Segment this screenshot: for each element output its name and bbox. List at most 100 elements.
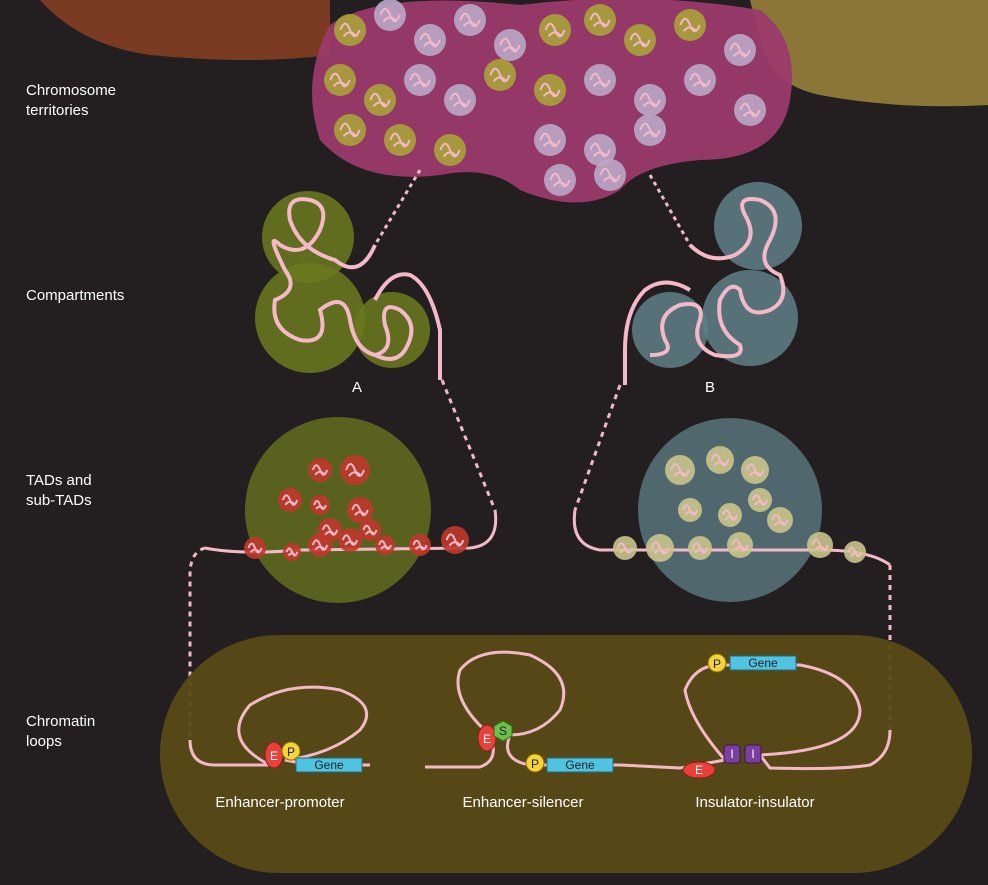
connector-tad-loops-left — [188, 546, 206, 740]
territory-domain-20-fiber — [339, 122, 361, 138]
compartment-a-label: A — [351, 379, 362, 396]
tad-b-panel — [572, 418, 891, 602]
territory-domain-5-fiber — [544, 22, 566, 38]
territory-domain-18-fiber — [689, 72, 711, 88]
tad-a-subdomain-5-fiber — [412, 539, 428, 551]
svg-text:Gene: Gene — [314, 758, 344, 772]
territory-domain-19-fiber — [739, 102, 761, 118]
insulator-element-1: I — [723, 744, 741, 764]
compartment-a — [255, 191, 442, 380]
territory-domain-21-fiber — [389, 132, 411, 148]
loop-strand-3 — [679, 663, 892, 771]
territory-domain-23-fiber — [539, 132, 561, 148]
tad-a-subdomain-10-fiber — [345, 463, 365, 477]
brown-territory — [40, 0, 330, 60]
territory-domain-3-fiber — [459, 12, 481, 28]
tad-b-subdomain-12-fiber — [721, 509, 739, 521]
tad-b-subdomain-1-fiber — [650, 541, 670, 555]
olive-territory — [750, 0, 988, 107]
connector-a-tad — [440, 379, 497, 511]
territory-domain-17-fiber — [639, 92, 661, 108]
territory-domain-16-fiber — [589, 72, 611, 88]
connector-territory-a — [373, 169, 422, 246]
territory-domain-2-fiber — [419, 32, 441, 48]
tad-a-subdomain-11-fiber — [311, 464, 329, 476]
tad-b-subdomain-5-fiber — [811, 538, 829, 552]
svg-text:P: P — [713, 657, 721, 671]
compartment-b-label: B — [704, 379, 715, 396]
tad-a-subdomain-3-fiber — [341, 534, 359, 546]
territory-clusters — [324, 0, 766, 196]
territory-domain-11-fiber — [369, 92, 391, 108]
tad-b-subdomain-2-fiber — [691, 542, 709, 554]
territory-domain-12-fiber — [409, 72, 431, 88]
tad-a-subdomain-9-fiber — [351, 503, 369, 517]
tad-a-subdomain-2-fiber — [311, 539, 329, 551]
territory-domain-15-fiber — [539, 82, 561, 98]
territory-domain-1-fiber — [379, 7, 401, 23]
territory-domain-9-fiber — [729, 42, 751, 58]
gene-element-2: Gene — [546, 757, 614, 773]
label-chromatin-loops: Chromatin loops — [26, 713, 96, 750]
label-chromosome-territories: Chromosome territories — [26, 82, 117, 119]
svg-text:S: S — [499, 724, 507, 738]
svg-text:E: E — [695, 763, 703, 777]
tad-a-domains — [244, 455, 469, 561]
tad-b-subdomain-7-fiber — [670, 463, 690, 477]
label-compartments: Compartments — [26, 287, 125, 304]
compartment-b — [623, 182, 802, 386]
tad-b-subdomain-0-fiber — [616, 542, 634, 554]
enhancer-element-3: E — [682, 761, 716, 779]
tad-a-subdomain-0-fiber — [247, 542, 263, 554]
insulator-element-2: I — [744, 744, 762, 764]
silencer-element: S — [493, 720, 513, 742]
caption-enhancer-silencer: Enhancer-silencer — [462, 794, 584, 811]
tad-a-subdomain-6-fiber — [445, 533, 465, 547]
promoter-element-3: P — [707, 653, 727, 673]
caption-insulator-insulator: Insulator-insulator — [695, 794, 815, 811]
tad-b-subdomain-3-fiber — [731, 538, 749, 552]
svg-text:E: E — [270, 749, 278, 763]
territory-domain-13-fiber — [449, 92, 471, 108]
tad-b-subdomain-6-fiber — [847, 546, 863, 558]
svg-text:I: I — [730, 747, 733, 761]
territory-domain-25-fiber — [639, 122, 661, 138]
gene-element-3: Gene — [729, 655, 797, 671]
loop-panel — [160, 635, 972, 873]
tad-a-subdomain-13-fiber — [362, 524, 378, 536]
label-tads: TADs and sub-TADs — [26, 472, 92, 509]
tad-b-subdomain-8-fiber — [710, 453, 730, 467]
tad-b-subdomain-10-fiber — [751, 494, 769, 506]
tad-a-subdomain-1-fiber — [285, 547, 299, 557]
loop-strand-1 — [188, 685, 370, 767]
tad-b-subdomain-4-fiber — [771, 513, 789, 527]
gene-element-1: Gene — [295, 757, 363, 773]
territory-domain-4-fiber — [499, 37, 521, 53]
svg-text:Gene: Gene — [565, 758, 595, 772]
svg-text:Gene: Gene — [748, 656, 778, 670]
territory-domain-22-fiber — [439, 142, 461, 158]
tad-b-domains — [613, 446, 866, 563]
territory-domain-0-fiber — [339, 22, 361, 38]
tad-a-subdomain-8-fiber — [313, 500, 327, 510]
territory-domain-14-fiber — [489, 67, 511, 83]
tad-a-subdomain-4-fiber — [378, 540, 392, 550]
tad-b-subdomain-11-fiber — [681, 504, 699, 516]
territory-domain-10-fiber — [329, 72, 351, 88]
enhancer-element-1: E — [264, 741, 284, 769]
territory-domain-27-fiber — [599, 167, 621, 183]
connector-territory-b — [648, 174, 692, 246]
svg-text:P: P — [531, 757, 539, 771]
tad-a-panel — [204, 417, 498, 603]
caption-enhancer-promoter: Enhancer-promoter — [215, 794, 345, 811]
territory-domain-6-fiber — [589, 12, 611, 28]
svg-text:P: P — [287, 745, 295, 759]
svg-text:E: E — [483, 732, 491, 746]
enhancer-element-2: E — [477, 724, 497, 752]
territory-domain-7-fiber — [629, 32, 651, 48]
territory-domain-8-fiber — [679, 17, 701, 33]
tad-a-subdomain-12-fiber — [321, 524, 339, 536]
svg-text:I: I — [751, 747, 754, 761]
connector-b-tad — [573, 384, 622, 511]
